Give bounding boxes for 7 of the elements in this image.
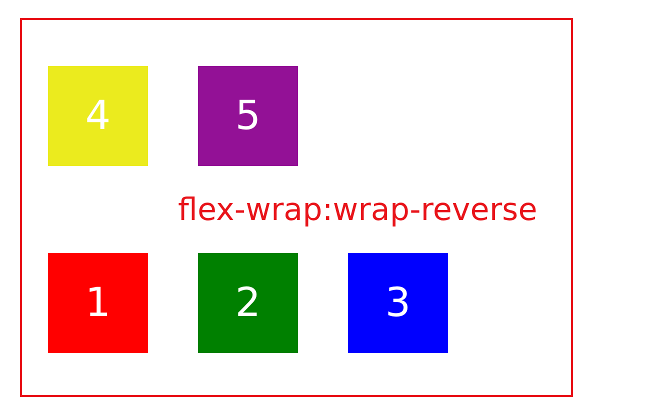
container-label: flex-wrap:wrap-reverse	[178, 192, 538, 228]
flex-container	[20, 18, 573, 397]
flex-item: 2	[198, 253, 298, 353]
flex-item: 4	[48, 66, 148, 166]
flex-item: 5	[198, 66, 298, 166]
flex-item: 3	[348, 253, 448, 353]
flex-item: 1	[48, 253, 148, 353]
